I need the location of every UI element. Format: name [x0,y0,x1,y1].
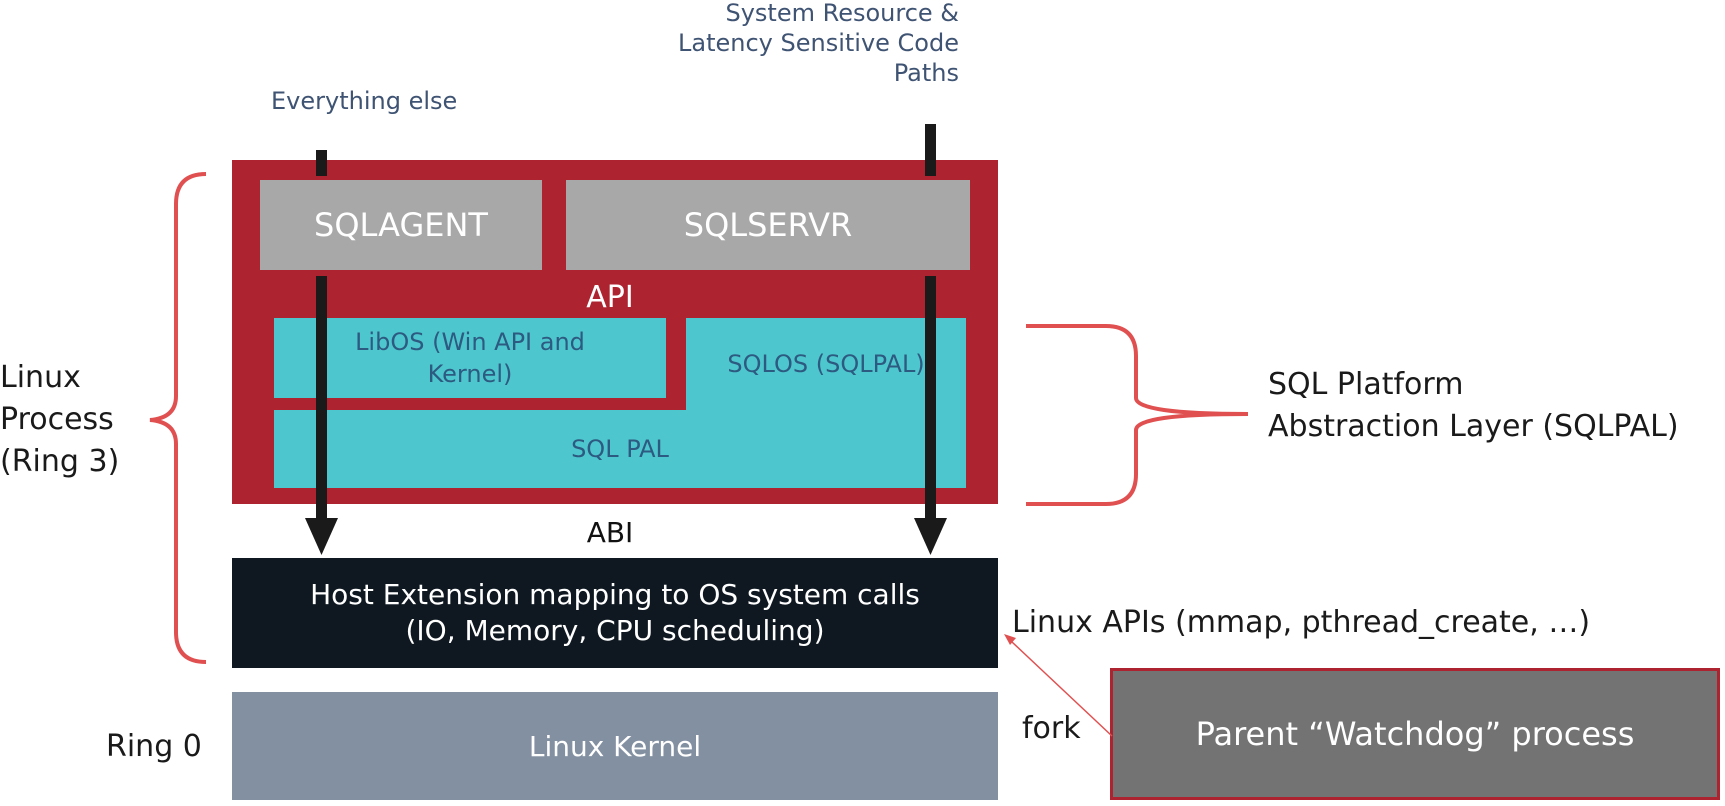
watchdog-label: Parent “Watchdog” process [1195,715,1635,753]
libos-line-2: Kernel) [427,360,513,388]
sqlos-label: SQLOS (SQLPAL) [727,350,925,378]
linux-process-bracket [149,172,207,664]
fork-label: fork [1022,711,1081,746]
abi-label: ABI [586,515,634,549]
host-extension-line-2: (IO, Memory, CPU scheduling) [405,614,825,647]
linux-process-label: Linux Process (Ring 3) [0,357,119,483]
linux-process-line-2: Process [0,402,114,437]
linux-process-line-3: (Ring 3) [0,444,120,479]
watchdog-process-box: Parent “Watchdog” process [1110,668,1720,800]
sqlagent-box: SQLAGENT [260,180,542,270]
sqlpal-bracket [1026,324,1249,506]
system-resource-line-2: Latency Sensitive Code [678,29,959,57]
host-extension-line-1: Host Extension mapping to OS system call… [310,578,920,611]
sqlpal-layer-line-2: Abstraction Layer (SQLPAL) [1268,409,1679,444]
sqlagent-label: SQLAGENT [314,206,488,244]
system-resource-line-3: Paths [893,59,959,87]
sqlpal-layer-label: SQL Platform Abstraction Layer (SQLPAL) [1268,364,1679,448]
linux-apis-label: Linux APIs (mmap, pthread_create, …) [1012,605,1591,640]
linux-kernel-box: Linux Kernel [232,692,998,800]
api-label: API [586,279,634,315]
ring0-label: Ring 0 [106,729,202,764]
host-extension-box: Host Extension mapping to OS system call… [232,558,998,668]
libos-box: LibOS (Win API and Kernel) [274,318,666,398]
linux-process-line-1: Linux [0,360,81,395]
sql-pal-box: SQL PAL [274,410,966,488]
everything-else-label: Everything else [271,87,458,115]
linux-kernel-label: Linux Kernel [528,729,702,763]
libos-line-1: LibOS (Win API and [355,328,585,356]
sqlservr-box: SQLSERVR [566,180,970,270]
system-resource-line-1: System Resource & [725,0,959,27]
system-resource-label: System Resource & Latency Sensitive Code… [599,0,959,88]
sqlos-box: SQLOS (SQLPAL) [686,318,966,410]
sqlpal-layer-line-1: SQL Platform [1268,367,1464,402]
sqlservr-label: SQLSERVR [683,206,853,244]
sql-pal-label: SQL PAL [571,435,669,463]
